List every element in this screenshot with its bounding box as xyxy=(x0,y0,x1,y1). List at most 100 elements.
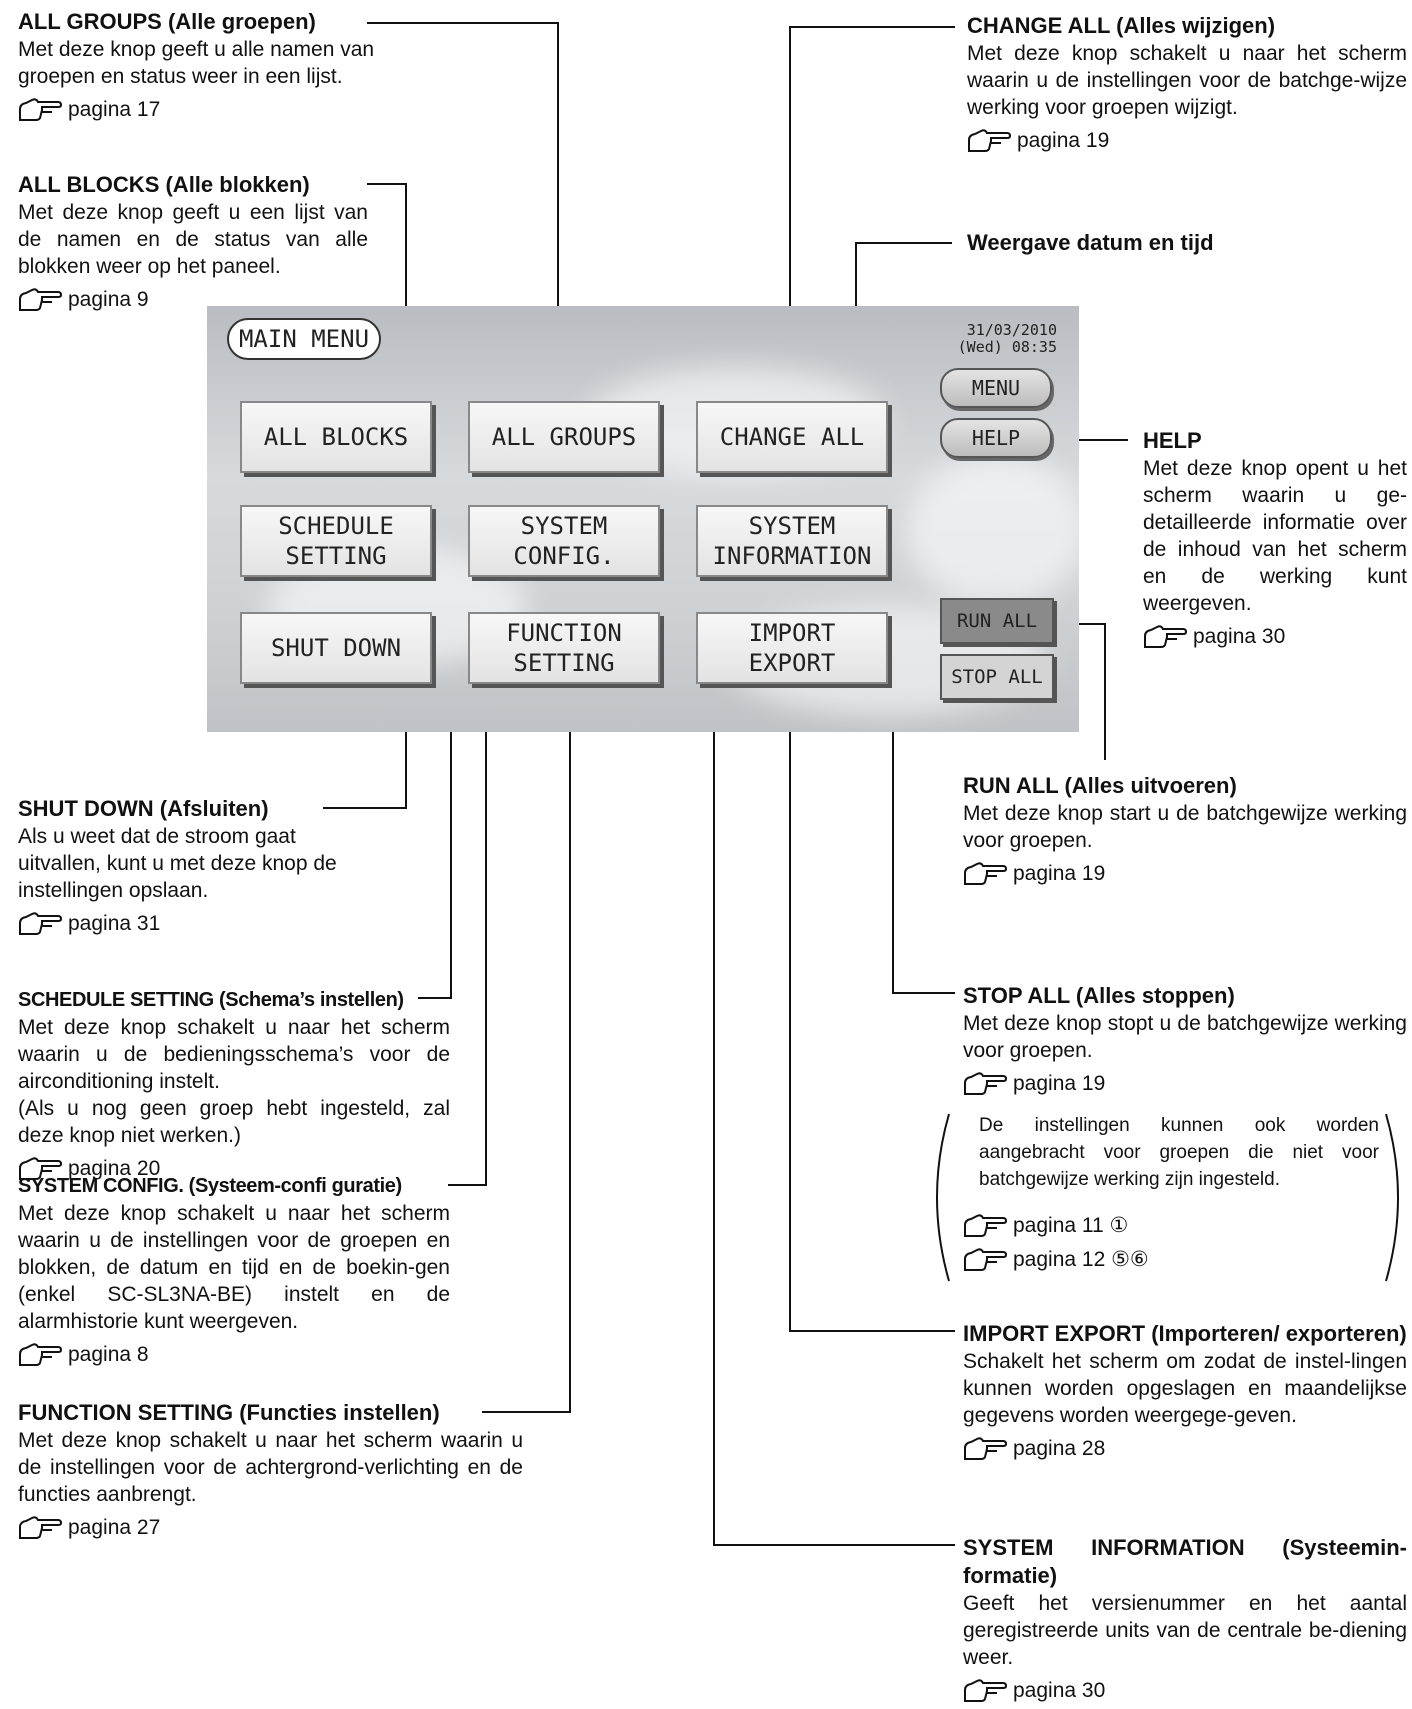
page-reference: pagina 30 xyxy=(1143,621,1407,651)
callout-title: SYSTEM INFORMATION (Systeemin-formatie) xyxy=(963,1535,1407,1588)
page-reference: pagina 19 xyxy=(963,1068,1407,1098)
callout-description: Met deze knop start u de batchgewijze we… xyxy=(963,802,1407,852)
page-number: pagina 27 xyxy=(68,1515,161,1539)
callout-title: CHANGE ALL (Alles wijzigen) xyxy=(967,13,1276,38)
page-number: pagina 31 xyxy=(68,911,161,935)
callout-system-information: SYSTEM INFORMATION (Systeemin-formatie) … xyxy=(963,1534,1407,1705)
pointing-hand-icon xyxy=(19,1343,62,1366)
callout-title: ALL GROUPS (Alle groepen) xyxy=(18,9,316,34)
page-reference: pagina 9 xyxy=(18,284,368,314)
callout-all-blocks: ALL BLOCKS (Alle blokken) Met deze knop … xyxy=(18,171,368,314)
menu-button[interactable]: MENU xyxy=(940,368,1052,408)
main-menu-label: MAIN MENU xyxy=(227,318,381,360)
page-number: pagina 17 xyxy=(68,97,161,121)
page-reference: pagina 19 xyxy=(963,858,1407,888)
pointing-hand-icon xyxy=(19,98,62,121)
page-number: pagina 19 xyxy=(1017,128,1110,152)
right-parenthesis xyxy=(1385,1113,1399,1282)
stop-all-note: De instellingen kunnen ook worden aangeb… xyxy=(979,1112,1379,1193)
callout-title: STOP ALL (Alles stoppen) xyxy=(963,983,1235,1008)
callout-description: Met deze knop geeft u een lijst van de n… xyxy=(18,201,368,278)
callout-schedule-setting: SCHEDULE SETTING (Schema’s instellen) Me… xyxy=(18,986,450,1183)
callout-system-config: SYSTEM CONFIG. (Systeem-confi guratie) M… xyxy=(18,1172,450,1369)
callout-title: RUN ALL (Alles uitvoeren) xyxy=(963,773,1237,798)
pointing-hand-icon xyxy=(19,1516,62,1539)
pointing-hand-icon xyxy=(19,1157,62,1180)
page-number: pagina 9 xyxy=(68,287,149,311)
callout-title: SHUT DOWN (Afsluiten) xyxy=(18,796,269,821)
shut-down-button[interactable]: SHUT DOWN xyxy=(240,612,432,684)
page-reference: pagina 17 xyxy=(18,94,428,124)
function-setting-button[interactable]: FUNCTION SETTING xyxy=(468,612,660,684)
all-blocks-button[interactable]: ALL BLOCKS xyxy=(240,401,432,473)
callout-function-setting: FUNCTION SETTING (Functies instellen) Me… xyxy=(18,1399,523,1542)
page-reference: pagina 30 xyxy=(963,1675,1407,1705)
callout-description: Met deze knop schakelt u naar het scherm… xyxy=(967,42,1407,119)
change-all-button[interactable]: CHANGE ALL xyxy=(696,401,888,473)
help-button[interactable]: HELP xyxy=(940,418,1052,458)
callout-description: Geeft het versienummer en het aantal ger… xyxy=(963,1592,1407,1669)
callout-import-export: IMPORT EXPORT (Importeren/ exporteren) S… xyxy=(963,1320,1407,1463)
pointing-hand-icon xyxy=(968,129,1011,152)
callout-title: SCHEDULE SETTING (Schema’s instellen) xyxy=(18,989,404,1011)
page-reference: pagina 27 xyxy=(18,1512,523,1542)
callout-run-all: RUN ALL (Alles uitvoeren) Met deze knop … xyxy=(963,772,1407,888)
pointing-hand-icon xyxy=(964,1214,1007,1237)
pointing-hand-icon xyxy=(1144,625,1187,648)
callout-change-all: CHANGE ALL (Alles wijzigen) Met deze kno… xyxy=(967,12,1407,155)
page-reference: pagina 12 ⑤⑥ xyxy=(963,1244,1263,1274)
note-text: De instellingen kunnen ook worden aangeb… xyxy=(979,1115,1379,1190)
callout-title: ALL BLOCKS (Alle blokken) xyxy=(18,172,310,197)
cloud-decoration xyxy=(907,456,1079,606)
callout-description: Met deze knop geeft u alle namen van gro… xyxy=(18,38,375,88)
schedule-setting-button[interactable]: SCHEDULE SETTING xyxy=(240,505,432,577)
pointing-hand-icon xyxy=(964,862,1007,885)
date-time-display: 31/03/2010 (Wed) 08:35 xyxy=(958,322,1057,356)
page-number: pagina 30 xyxy=(1193,624,1286,648)
callout-description: Met deze knop schakelt u naar het scherm… xyxy=(18,1202,450,1333)
pointing-hand-icon xyxy=(964,1248,1007,1271)
page-number: pagina 12 ⑤⑥ xyxy=(1013,1247,1149,1271)
callout-description: Met deze knop stopt u de batchgewijze we… xyxy=(963,1012,1407,1062)
callout-title: Weergave datum en tijd xyxy=(967,230,1214,255)
callout-title: HELP xyxy=(1143,428,1202,453)
import-export-button[interactable]: IMPORT EXPORT xyxy=(696,612,888,684)
pointing-hand-icon xyxy=(19,912,62,935)
pointing-hand-icon xyxy=(964,1679,1007,1702)
page-number: pagina 19 xyxy=(1013,1071,1106,1095)
pointing-hand-icon xyxy=(964,1437,1007,1460)
system-information-button[interactable]: SYSTEM INFORMATION xyxy=(696,505,888,577)
callout-all-groups: ALL GROUPS (Alle groepen) Met deze knop … xyxy=(18,8,428,124)
page-number: pagina 11 ① xyxy=(1013,1213,1129,1237)
page-reference: pagina 8 xyxy=(18,1339,450,1369)
callout-shut-down: SHUT DOWN (Afsluiten) Als u weet dat de … xyxy=(18,795,348,938)
callout-stop-all: STOP ALL (Alles stoppen) Met deze knop s… xyxy=(963,982,1407,1098)
page-number: pagina 20 xyxy=(68,1156,161,1180)
callout-description: Met deze knop opent u het scherm waarin … xyxy=(1143,457,1407,615)
system-config-button[interactable]: SYSTEM CONFIG. xyxy=(468,505,660,577)
pointing-hand-icon xyxy=(964,1072,1007,1095)
page-number: pagina 30 xyxy=(1013,1678,1106,1702)
callout-note: (Als u nog geen groep hebt ingesteld, za… xyxy=(18,1097,450,1147)
page-reference: pagina 20 xyxy=(18,1153,450,1183)
callout-title: SYSTEM CONFIG. (Systeem-confi guratie) xyxy=(18,1175,402,1197)
callout-description: Als u weet dat de stroom gaat uitvallen,… xyxy=(18,825,337,902)
all-groups-button[interactable]: ALL GROUPS xyxy=(468,401,660,473)
page-number: pagina 8 xyxy=(68,1342,149,1366)
callout-title: FUNCTION SETTING (Functies instellen) xyxy=(18,1400,440,1425)
callout-title: IMPORT EXPORT (Importeren/ exporteren) xyxy=(963,1321,1407,1346)
run-all-button[interactable]: RUN ALL xyxy=(940,598,1054,644)
stop-all-extra-refs: pagina 11 ① pagina 12 ⑤⑥ xyxy=(963,1206,1263,1274)
page-number: pagina 28 xyxy=(1013,1436,1106,1460)
callout-description: Met deze knop schakelt u naar het scherm… xyxy=(18,1429,523,1506)
date: 31/03/2010 xyxy=(966,321,1057,339)
page-reference: pagina 31 xyxy=(18,908,348,938)
page-reference: pagina 19 xyxy=(967,125,1407,155)
callout-description: Met deze knop schakelt u naar het scherm… xyxy=(18,1016,450,1093)
pointing-hand-icon xyxy=(19,288,62,311)
main-menu-screen: MAIN MENU 31/03/2010 (Wed) 08:35 MENU HE… xyxy=(207,306,1079,732)
stop-all-button[interactable]: STOP ALL xyxy=(940,654,1054,700)
page-number: pagina 19 xyxy=(1013,861,1106,885)
left-parenthesis xyxy=(936,1113,950,1282)
callout-description: Schakelt het scherm om zodat de instel-l… xyxy=(963,1350,1407,1427)
